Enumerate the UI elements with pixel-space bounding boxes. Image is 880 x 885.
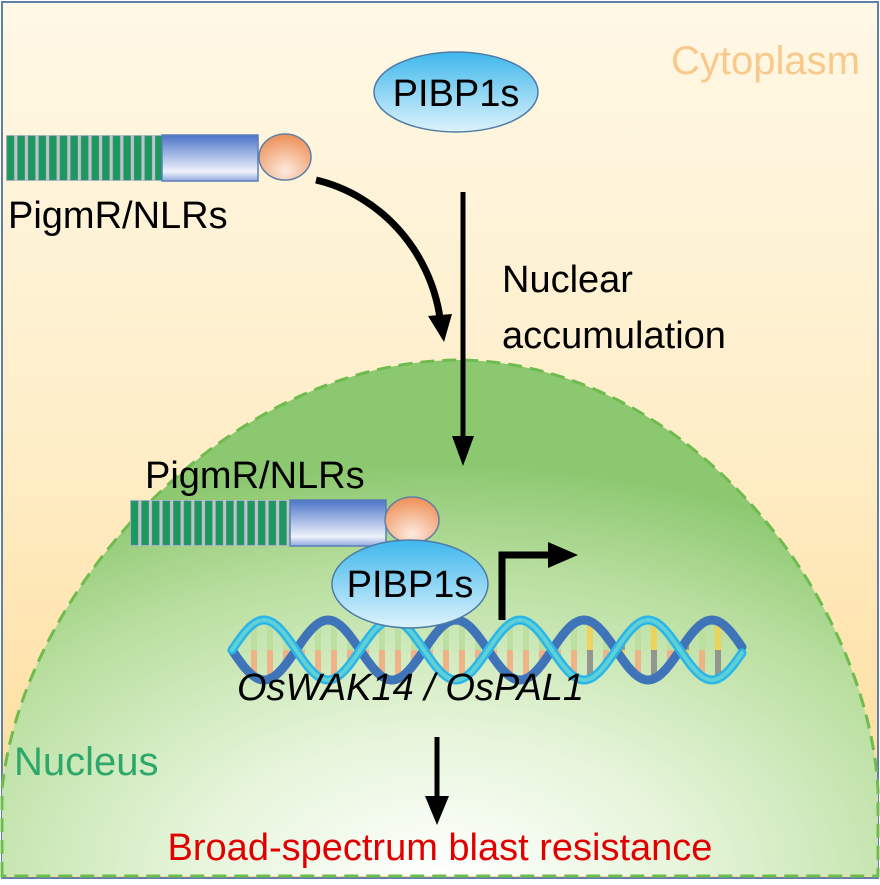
base-pair bbox=[331, 650, 337, 679]
lrr-repeat bbox=[194, 500, 202, 546]
base-pair bbox=[315, 650, 321, 677]
pibp1s-cytoplasm: PIBP1s bbox=[373, 51, 539, 133]
base-pair bbox=[395, 621, 401, 650]
lrr-repeat bbox=[204, 500, 213, 546]
process-label-line1: Nuclear bbox=[502, 259, 633, 301]
pibp1s-nucleus: PIBP1s bbox=[331, 539, 489, 629]
nbs-domain bbox=[161, 134, 259, 182]
base-pair bbox=[395, 650, 401, 679]
lrr-repeat bbox=[226, 500, 234, 546]
base-pair bbox=[267, 621, 273, 650]
base-pair bbox=[635, 623, 641, 650]
lrr-repeat bbox=[257, 500, 266, 546]
outcome-arrowhead bbox=[425, 796, 449, 825]
base-pair bbox=[251, 623, 257, 650]
base-pair bbox=[315, 623, 321, 650]
base-pair bbox=[571, 650, 577, 677]
nucleus-label: Nucleus bbox=[14, 740, 159, 784]
base-pair bbox=[507, 623, 513, 650]
base-pair bbox=[251, 650, 257, 677]
lrr-repeat bbox=[27, 135, 36, 181]
lrr-repeat bbox=[247, 500, 255, 546]
flow-arrow-icon bbox=[315, 176, 444, 319]
cc-domain bbox=[258, 133, 312, 181]
lrr-repeat bbox=[59, 135, 68, 181]
base-pair bbox=[571, 623, 577, 650]
lrr-repeat bbox=[102, 135, 110, 181]
lrr-repeat bbox=[17, 135, 25, 181]
base-pair bbox=[523, 650, 529, 679]
transcription-start-arrow-icon bbox=[498, 542, 578, 620]
lrr-repeat bbox=[162, 500, 171, 546]
nlr-receptor-icon bbox=[6, 135, 165, 181]
base-pair bbox=[715, 650, 721, 679]
lrr-repeat bbox=[141, 500, 149, 546]
base-pair bbox=[459, 621, 465, 650]
lrr-repeat bbox=[80, 135, 89, 181]
cc-domain bbox=[384, 496, 440, 544]
process-label-line2: accumulation bbox=[502, 315, 726, 357]
curved-arrowhead bbox=[428, 314, 452, 342]
lrr-repeat bbox=[6, 135, 15, 181]
lrr-repeat bbox=[144, 135, 153, 181]
lrr-repeat bbox=[183, 500, 192, 546]
lrr-repeat bbox=[49, 135, 57, 181]
base-pair bbox=[379, 623, 385, 650]
protein-ellipse-icon bbox=[373, 51, 539, 133]
lrr-repeat bbox=[151, 500, 160, 546]
lrr-repeat bbox=[133, 135, 142, 181]
lrr-repeat bbox=[38, 135, 47, 181]
base-pair bbox=[635, 650, 641, 677]
outcome-label: Broad-spectrum blast resistance bbox=[168, 827, 713, 869]
base-pair bbox=[699, 650, 705, 677]
base-pair bbox=[267, 650, 273, 679]
lrr-repeat bbox=[268, 500, 277, 546]
base-pair bbox=[699, 623, 705, 650]
nlr-nucleus bbox=[130, 496, 440, 547]
base-pair bbox=[331, 621, 337, 650]
lrr-repeat bbox=[279, 500, 287, 546]
base-pair bbox=[459, 650, 465, 679]
base-pair bbox=[523, 621, 529, 650]
pigmr-label-cyto: PigmR/NLRs bbox=[8, 195, 228, 237]
nlr-receptor-icon bbox=[130, 500, 289, 546]
base-pair bbox=[651, 650, 657, 679]
lrr-repeat bbox=[123, 135, 131, 181]
lrr-repeat bbox=[70, 135, 78, 181]
base-pair bbox=[715, 621, 721, 650]
base-pair bbox=[379, 650, 385, 677]
lrr-repeat bbox=[173, 500, 181, 546]
lrr-repeat bbox=[215, 500, 224, 546]
dna-strand bbox=[230, 617, 744, 683]
lrr-repeat bbox=[130, 500, 139, 546]
lrr-repeat bbox=[91, 135, 100, 181]
base-pair bbox=[443, 623, 449, 650]
nuclear-accumulation-arrowhead bbox=[452, 436, 474, 466]
lrr-repeat bbox=[112, 135, 121, 181]
base-pair bbox=[443, 650, 449, 677]
cytoplasm-label: Cytoplasm bbox=[671, 39, 860, 83]
nlr-cytoplasm bbox=[6, 133, 312, 182]
pibp1s-label-nucleus: PIBP1s bbox=[347, 564, 474, 606]
pibp1s-label-cyto: PIBP1s bbox=[393, 73, 520, 115]
genes-label: OsWAK14 / OsPAL1 bbox=[237, 667, 584, 709]
dna-helix-icon bbox=[227, 615, 747, 685]
protein-ellipse-icon bbox=[331, 539, 489, 629]
base-pair bbox=[587, 621, 593, 650]
lrr-repeat bbox=[236, 500, 245, 546]
base-pair bbox=[587, 650, 593, 679]
pigmr-label-nucleus: PigmR/NLRs bbox=[145, 455, 365, 497]
nbs-domain bbox=[289, 499, 387, 547]
base-pair bbox=[651, 621, 657, 650]
base-pair bbox=[507, 650, 513, 677]
